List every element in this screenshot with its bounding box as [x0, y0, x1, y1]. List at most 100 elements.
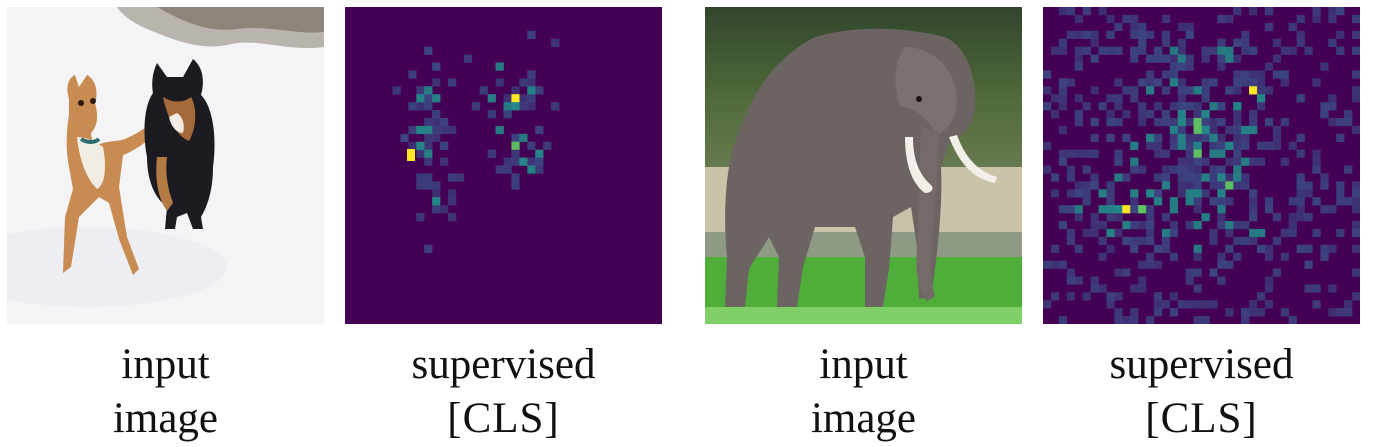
- attention-cell: [1217, 46, 1226, 55]
- attention-cell: [1185, 149, 1194, 158]
- attention-cell: [1233, 157, 1242, 166]
- attention-cell: [527, 30, 536, 39]
- attention-cell: [1233, 110, 1242, 119]
- attention-cell: [1130, 189, 1139, 198]
- attention-cell: [1217, 197, 1226, 206]
- attention-cell: [1312, 197, 1321, 206]
- attention-cell: [1098, 236, 1107, 246]
- attention-cell: [1146, 220, 1155, 230]
- attention-cell: [1352, 268, 1360, 277]
- attention-cell: [1106, 189, 1115, 198]
- attention-cell: [1153, 117, 1163, 127]
- attention-cell: [1249, 125, 1258, 135]
- attention-cell: [1352, 244, 1360, 253]
- attention-cell: [1272, 125, 1282, 135]
- attention-cell: [1066, 78, 1075, 87]
- attention-cell: [511, 86, 520, 95]
- attention-cell: [1082, 165, 1091, 174]
- attention-cell: [1122, 236, 1131, 246]
- attention-cell: [1352, 181, 1360, 190]
- attention-cell: [448, 213, 457, 222]
- attention-cell: [543, 141, 552, 150]
- attention-cell: [1058, 94, 1068, 103]
- attention-cell: [1225, 125, 1234, 135]
- attention-cell: [1256, 94, 1266, 103]
- attention-cell: [440, 157, 449, 166]
- attention-cell: [1336, 7, 1345, 16]
- attention-cell: [1153, 189, 1163, 198]
- attention-cell: [432, 189, 441, 198]
- attention-cell: [1249, 205, 1258, 214]
- attention-cell: [1320, 173, 1329, 182]
- attention-cell: [1138, 38, 1147, 47]
- attention-cell: [1090, 228, 1099, 238]
- attention-cell: [1256, 141, 1266, 150]
- attention-cell: [432, 125, 441, 135]
- attention-cell: [440, 141, 449, 150]
- attention-cell: [1066, 236, 1075, 246]
- attention-cell: [1138, 236, 1147, 246]
- attention-cell: [1209, 173, 1218, 182]
- attention-cell: [448, 173, 457, 182]
- attention-cell: [1074, 181, 1083, 190]
- attention-cell: [1217, 260, 1226, 269]
- attention-cell: [1066, 173, 1075, 182]
- attention-cell: [1241, 220, 1250, 230]
- attention-cell: [1169, 165, 1179, 174]
- attention-cell: [1169, 308, 1179, 317]
- attention-cell: [1193, 316, 1202, 324]
- attention-cell: [1058, 86, 1068, 95]
- attention-cell: [1328, 38, 1337, 47]
- attention-cell: [1153, 133, 1163, 143]
- attention-cell: [1249, 70, 1258, 79]
- attention-cell: [519, 157, 528, 166]
- attention-cell: [432, 110, 441, 119]
- attention-cell: [1344, 308, 1353, 317]
- attention-cell: [1193, 197, 1202, 206]
- attention-cell: [1058, 260, 1068, 269]
- dogs-photo: [7, 7, 324, 324]
- attention-cell: [1249, 228, 1258, 238]
- attention-cell: [1177, 141, 1186, 150]
- attention-cell: [1328, 94, 1337, 103]
- attention-cell: [1296, 38, 1305, 47]
- attention-cell: [1320, 102, 1329, 111]
- attention-cell: [1090, 181, 1099, 190]
- attention-cell: [1082, 46, 1091, 55]
- attention-cell: [1043, 165, 1052, 174]
- attention-cell: [1288, 213, 1297, 222]
- attention-cell: [495, 78, 504, 87]
- attention-cell: [1249, 7, 1258, 16]
- attention-cell: [1153, 78, 1163, 87]
- attention-cell: [1138, 205, 1147, 214]
- attention-cell: [1153, 141, 1163, 150]
- attention-cell: [1233, 220, 1242, 230]
- attention-cell: [1328, 244, 1337, 253]
- attention-cell: [1177, 102, 1186, 111]
- attention-cell: [1138, 102, 1147, 111]
- attention-cell: [1146, 316, 1155, 324]
- attention-cell: [1066, 268, 1075, 277]
- attention-cell: [1264, 197, 1274, 206]
- attention-cell: [1106, 292, 1115, 301]
- caption-supervised-cls-2: supervised [CLS]: [1043, 338, 1360, 446]
- attention-cell: [1185, 102, 1194, 111]
- attention-cell: [1122, 110, 1131, 119]
- attention-cell: [1066, 228, 1075, 238]
- attention-cell: [1122, 86, 1131, 95]
- attention-cell: [1217, 252, 1226, 261]
- attention-cell: [1130, 22, 1139, 32]
- attention-cell: [1217, 181, 1226, 190]
- attention-cell: [1201, 78, 1210, 87]
- attention-cell: [535, 149, 544, 158]
- attention-cell: [1296, 133, 1305, 143]
- attention-cell: [1352, 205, 1360, 214]
- attention-cell: [1241, 141, 1250, 150]
- attention-cell: [432, 197, 441, 206]
- attention-cell: [1225, 54, 1234, 63]
- attention-cell: [1122, 173, 1131, 182]
- attention-cell: [1114, 213, 1123, 222]
- attention-cell: [432, 117, 441, 127]
- attention-cell: [1058, 205, 1068, 214]
- attention-cell: [1138, 260, 1147, 269]
